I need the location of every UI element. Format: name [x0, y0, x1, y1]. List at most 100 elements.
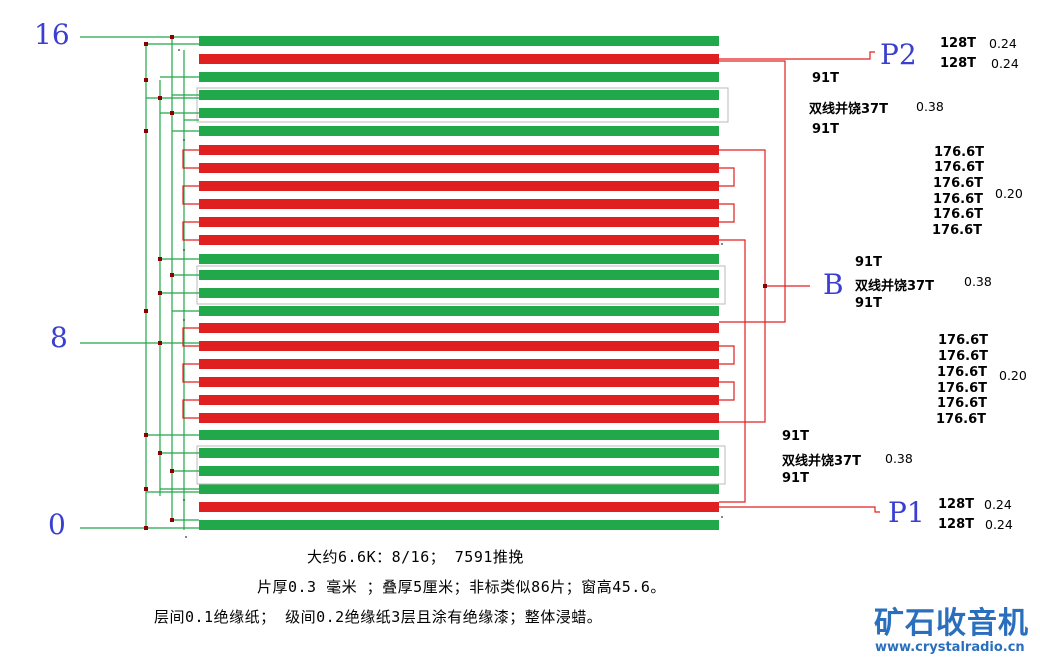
primary-b-turns-2: 176.6T	[938, 349, 988, 364]
b-secondary-turns-b: 91T	[855, 296, 882, 311]
primary-left-loop-5	[182, 363, 199, 383]
primary-winding-layer-9	[199, 181, 719, 191]
secondary-winding-layer-28	[199, 520, 719, 530]
winding-start-dot-3	[183, 249, 185, 251]
b-bifilar-label: 双线并饶37T	[855, 279, 934, 294]
top-secondary-turns-a: 91T	[812, 71, 839, 86]
winding-start-dot-5	[183, 499, 185, 501]
wire-junction-17	[144, 526, 148, 530]
primary-b-turns-5: 176.6T	[937, 396, 987, 411]
secondary-winding-layer-4	[199, 90, 719, 100]
wire-junction-15	[144, 487, 148, 491]
caption-line-2: 片厚0.3 毫米 ；叠厚5厘米；非标类似86片；窗高45.6。	[257, 578, 666, 596]
bottom-bifilar-wire: 0.38	[885, 451, 913, 466]
p1-turns-b: 128T	[938, 517, 975, 532]
secondary-winding-layer-13	[199, 254, 719, 264]
bottom-secondary-turns-a: 91T	[782, 429, 809, 444]
primary-winding-layer-8	[199, 163, 719, 173]
primary-a-turns-6: 176.6T	[932, 223, 982, 238]
wire-junction-12	[144, 433, 148, 437]
wire-junction-3	[144, 78, 148, 82]
primary-a-wire: 0.20	[995, 186, 1023, 201]
wire-junction-1	[170, 35, 174, 39]
wire-junction-16	[170, 518, 174, 522]
primary-a-turns-2: 176.6T	[934, 160, 984, 175]
p1-wire-b: 0.24	[985, 517, 1013, 532]
top-bifilar-wire: 0.38	[916, 99, 944, 114]
wire-junction-2	[144, 42, 148, 46]
p2-lead	[719, 51, 875, 60]
primary-b-turns-6: 176.6T	[936, 412, 986, 427]
bottom-secondary-turns-b: 91T	[782, 471, 809, 486]
b-secondary-turns-a: 91T	[855, 255, 882, 270]
primary-a-turns-3: 176.6T	[933, 176, 983, 191]
secondary-winding-layer-16	[199, 306, 719, 316]
primary-left-loop-2	[182, 185, 199, 205]
wire-junction-18	[763, 284, 767, 288]
primary-winding-layer-21	[199, 395, 719, 405]
bifilar-group-outline-1	[196, 87, 729, 123]
top-bifilar-label: 双线并饶37T	[809, 102, 888, 117]
p2-turns-b: 128T	[940, 56, 977, 71]
primary-left-loop-6	[182, 399, 199, 419]
secondary-winding-layer-1	[199, 36, 719, 46]
primary-right-loop-2	[719, 203, 735, 223]
primary-a-turns-4: 176.6T	[933, 192, 983, 207]
bottom-bifilar-label: 双线并饶37T	[782, 454, 861, 469]
primary-right-loop-3	[719, 345, 735, 365]
primary-winding-layer-22	[199, 413, 719, 423]
primary-a-turns-1: 176.6T	[934, 145, 984, 160]
primary-b-turns-1: 176.6T	[938, 333, 988, 348]
wire-junction-8	[170, 273, 174, 277]
p1-lead	[719, 506, 880, 513]
caption-line-1: 大约6.6K：8/16； 7591推挽	[307, 548, 524, 566]
wire-junction-7	[158, 257, 162, 261]
bifilar-group-outline-2	[196, 265, 726, 305]
secondary-winding-layer-24	[199, 448, 719, 458]
bifilar-group-outline-3	[196, 445, 726, 485]
tap-label-0: 0	[48, 508, 66, 541]
wire-junction-14	[170, 469, 174, 473]
secondary-winding-layer-5	[199, 108, 719, 118]
primary-b-turns-3: 176.6T	[937, 365, 987, 380]
tap-label-16: 16	[34, 18, 70, 51]
wire-junction-4	[158, 96, 162, 100]
primary-winding-layer-19	[199, 359, 719, 369]
primary-winding-layer-10	[199, 199, 719, 209]
primary-winding-layer-20	[199, 377, 719, 387]
primary-winding-layer-27	[199, 502, 719, 512]
p1-wire-a: 0.24	[984, 497, 1012, 512]
watermark-logo: 矿石收音机	[874, 606, 1029, 641]
primary-winding-layer-2	[199, 54, 719, 64]
primary-winding-layer-17	[199, 323, 719, 333]
primary-winding-layer-12	[199, 235, 719, 245]
primary-b-turns-4: 176.6T	[937, 381, 987, 396]
primary-right-loop-4	[719, 381, 735, 401]
watermark-url: www.crystalradio.cn	[875, 640, 1025, 655]
wire-junction-13	[158, 451, 162, 455]
primary-winding-layer-7	[199, 145, 719, 155]
wire-junction-11	[158, 341, 162, 345]
secondary-winding-layer-3	[199, 72, 719, 82]
winding-start-dot-2	[183, 139, 185, 141]
secondary-winding-layer-26	[199, 484, 719, 494]
tap-label-b: B	[823, 268, 844, 301]
primary-left-loop-3	[182, 221, 199, 241]
b-bifilar-wire: 0.38	[964, 274, 992, 289]
tap-label-p1: P1	[888, 496, 925, 529]
winding-start-dot-1	[178, 49, 180, 51]
top-secondary-turns-b: 91T	[812, 122, 839, 137]
wire-junction-9	[158, 291, 162, 295]
primary-b-wire: 0.20	[999, 368, 1027, 383]
wire-junction-10	[144, 309, 148, 313]
caption-line-3: 层间0.1绝缘纸； 级间0.2绝缘纸3层且涂有绝缘漆；整体浸蜡。	[154, 608, 603, 626]
secondary-winding-layer-25	[199, 466, 719, 476]
winding-start-dot-6	[185, 536, 187, 538]
primary-winding-layer-11	[199, 217, 719, 227]
primary-left-loop-1	[182, 149, 199, 169]
b-bus	[719, 149, 766, 423]
p1-turns-a: 128T	[938, 497, 975, 512]
p2-wire-b: 0.24	[991, 56, 1019, 71]
primary-left-loop-4	[182, 327, 199, 347]
